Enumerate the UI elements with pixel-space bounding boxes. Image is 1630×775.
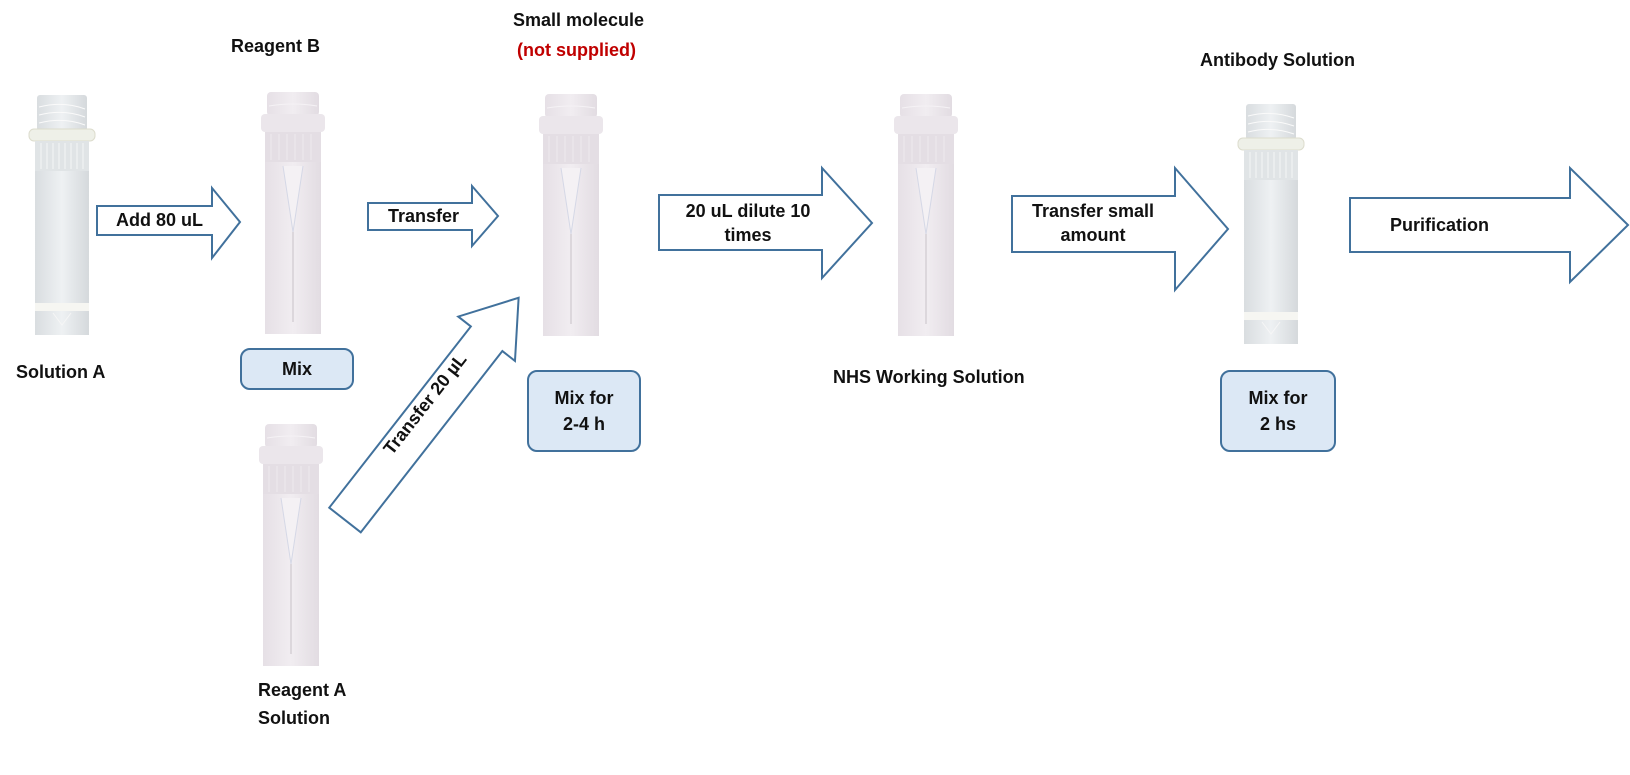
transfer-small-arrow bbox=[1011, 165, 1230, 293]
dilute-arrow-label: 20 uL dilute 10 times bbox=[668, 197, 828, 249]
add-arrow bbox=[96, 185, 242, 261]
small-molecule-label: Small molecule bbox=[513, 10, 645, 30]
dilute-arrow bbox=[658, 165, 874, 281]
mix-2hs-line2: 2 hs bbox=[1259, 414, 1297, 434]
dilute-line2: times bbox=[724, 225, 772, 245]
nhs-working-solution-label: NHS Working Solution bbox=[833, 367, 1025, 387]
transfer-small-line1: Transfer small bbox=[1031, 201, 1155, 221]
antibody-solution-label: Antibody Solution bbox=[1200, 50, 1355, 70]
small-molecule-tube bbox=[538, 93, 604, 337]
reagent-a-label-line1: Reagent A bbox=[258, 680, 347, 700]
nhs-working-solution-tube bbox=[893, 93, 959, 337]
reagent-b-tube bbox=[260, 91, 326, 335]
transfer-small-arrow-label: Transfer small amount bbox=[1018, 197, 1168, 249]
reagent-a-tube bbox=[258, 423, 324, 667]
transfer-arrow bbox=[367, 183, 500, 249]
mix-box: Mix bbox=[240, 348, 354, 390]
transfer-small-line2: amount bbox=[1060, 225, 1126, 245]
antibody-solution-tube bbox=[1237, 103, 1305, 345]
not-supplied-label: (not supplied) bbox=[517, 40, 636, 60]
reagent-b-label: Reagent B bbox=[231, 36, 321, 56]
dilute-line1: 20 uL dilute 10 bbox=[685, 201, 811, 221]
purification-arrow bbox=[1349, 165, 1630, 285]
transfer-20-arrow bbox=[327, 296, 520, 534]
mix-2hs-box: Mix for 2 hs bbox=[1220, 370, 1336, 452]
transfer-arrow-label: Transfer bbox=[388, 206, 460, 226]
mix-2-4h-line1: Mix for bbox=[554, 388, 614, 408]
purification-arrow-label: Purification bbox=[1390, 215, 1490, 235]
solution-a-label: Solution A bbox=[16, 362, 106, 382]
mix-2-4h-line2: 2-4 h bbox=[562, 414, 605, 434]
mix-2-4h-box: Mix for 2-4 h bbox=[527, 370, 641, 452]
mix-2hs-line1: Mix for bbox=[1248, 388, 1308, 408]
solution-a-tube bbox=[28, 94, 96, 336]
reagent-a-label-line2: Solution bbox=[258, 708, 330, 728]
add-arrow-label: Add 80 uL bbox=[116, 210, 204, 230]
